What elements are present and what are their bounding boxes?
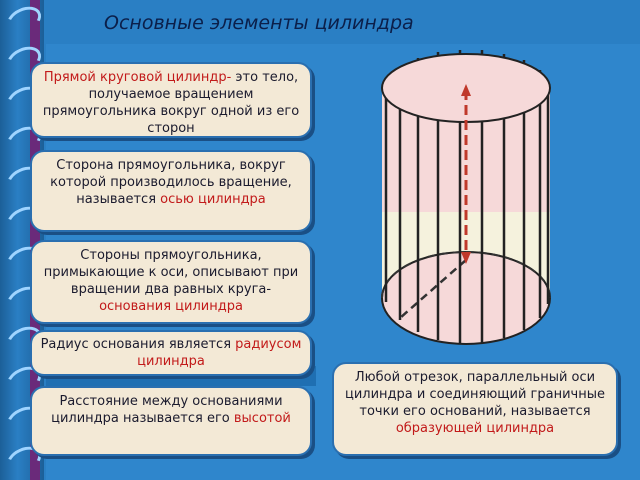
generatrix-box: Любой отрезок, параллельный оси цилиндра… — [332, 362, 618, 456]
axis-box: Сторона прямоугольника, вокруг которой п… — [30, 150, 312, 232]
bases-text: Стороны прямоугольника, примыкающие к ос… — [43, 248, 299, 297]
radius-line — [399, 259, 467, 319]
height-box: Расстояние между основаниями цилиндра на… — [30, 386, 312, 456]
generatrix-text: Любой отрезок, параллельный оси цилиндра… — [345, 370, 605, 419]
bases-box: Стороны прямоугольника, примыкающие к ос… — [30, 240, 312, 324]
axis-arrow-bottom — [461, 252, 471, 264]
binder-strip — [30, 0, 40, 480]
radius-box: Радиус основания является радиусом цилин… — [30, 330, 312, 376]
bases-term: основания цилиндра — [99, 299, 243, 314]
axis-text: Сторона прямоугольника, вокруг которой п… — [50, 158, 292, 207]
definition-box: Прямой круговой цилиндр- это тело, получ… — [30, 62, 312, 138]
cylinder-diagram — [381, 50, 551, 345]
radius-text: Радиус основания является — [40, 337, 232, 352]
radius-term: радиусом цилиндра — [137, 337, 302, 369]
axis-term: осью цилиндра — [160, 192, 266, 207]
axis-arrow-top — [461, 84, 471, 96]
height-text: Расстояние между основаниями цилиндра на… — [51, 394, 283, 426]
generatrix-term: образующей цилиндра — [395, 421, 555, 436]
definition-term: Прямой круговой цилиндр- — [43, 70, 232, 85]
height-term: высотой — [233, 411, 291, 426]
slide-title: Основные элементы цилиндра — [104, 12, 414, 34]
definition-text: это тело, получаемое вращением прямоугол… — [42, 70, 300, 136]
